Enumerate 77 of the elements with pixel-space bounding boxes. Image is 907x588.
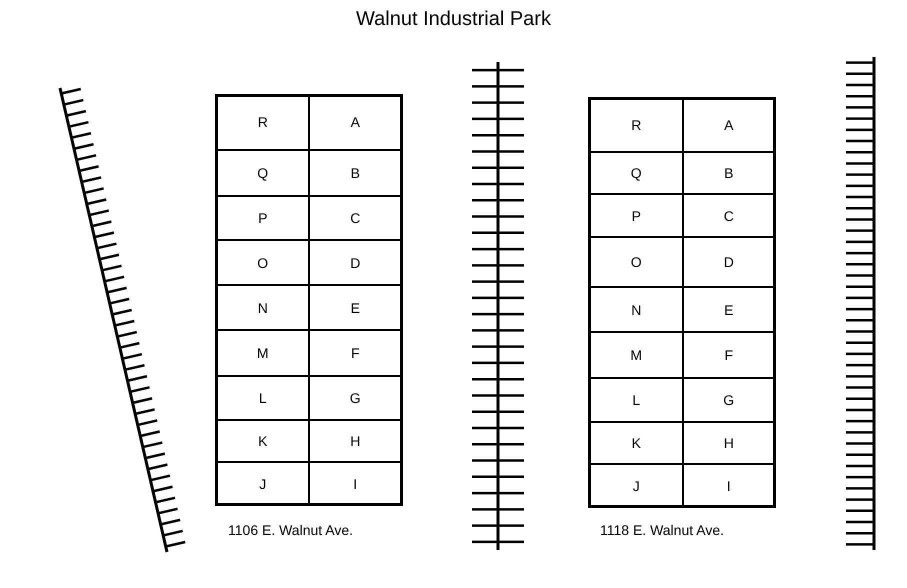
address-label: 1106 E. Walnut Ave. [228, 522, 354, 538]
unit-box [683, 287, 774, 332]
unit-box [683, 464, 774, 508]
unit-label: D [350, 254, 360, 270]
unit-box [309, 150, 402, 196]
unit-box [309, 462, 402, 506]
title: Walnut Industrial Park [356, 8, 551, 31]
unit-label: J [632, 478, 640, 494]
unit-box [309, 376, 402, 420]
unit-label: M [630, 347, 642, 363]
building-outline [588, 97, 776, 508]
unit-box [683, 97, 774, 152]
unit-box [590, 332, 683, 378]
unit-label: B [350, 165, 360, 181]
unit-box [216, 285, 309, 330]
unit-label: R [258, 114, 268, 130]
unit-box [216, 462, 309, 506]
unit-label: O [257, 254, 268, 270]
unit-box [309, 240, 402, 285]
unit-label: A [350, 114, 360, 130]
address-label: 1118 E. Walnut Ave. [600, 522, 724, 538]
unit-label: G [723, 392, 734, 408]
unit-label: N [631, 302, 642, 318]
unit-label: I [726, 478, 731, 494]
unit-label: H [350, 433, 360, 449]
unit-label: F [724, 347, 734, 363]
unit-label: L [632, 392, 640, 408]
unit-label: F [350, 345, 360, 361]
unit-box [216, 196, 309, 240]
unit-box [216, 94, 309, 150]
unit-label: Q [630, 165, 642, 181]
unit-box [590, 194, 683, 237]
unit-label: N [258, 300, 268, 316]
unit-box [309, 94, 402, 150]
unit-box [683, 237, 774, 287]
unit-box [683, 194, 774, 237]
unit-label: O [630, 254, 642, 270]
unit-box [216, 330, 309, 376]
unit-box [590, 378, 683, 422]
unit-box [683, 378, 774, 422]
unit-label: P [632, 208, 641, 224]
unit-box [590, 152, 683, 194]
unit-label: J [259, 476, 266, 492]
unit-box [590, 287, 683, 332]
unit-label: K [632, 435, 641, 451]
unit-box [683, 332, 774, 378]
building-outline [215, 94, 403, 506]
unit-label: E [350, 300, 360, 316]
unit-label: G [350, 390, 361, 406]
unit-box [309, 330, 402, 376]
unit-label: L [258, 390, 267, 406]
unit-label: E [724, 302, 734, 318]
unit-label: Q [257, 165, 268, 181]
unit-box [216, 376, 309, 420]
unit-label: C [724, 208, 734, 224]
unit-label: H [724, 435, 734, 451]
unit-box [309, 285, 402, 330]
unit-label: C [350, 210, 360, 226]
unit-label: D [724, 254, 734, 270]
unit-label: A [724, 116, 734, 132]
unit-box [309, 196, 402, 240]
unit-box [309, 420, 402, 462]
unit-label: R [631, 116, 642, 132]
unit-box [216, 150, 309, 196]
unit-box [216, 420, 309, 462]
unit-box [683, 152, 774, 194]
unit-box [683, 422, 774, 464]
unit-label: B [724, 165, 734, 181]
unit-label: I [353, 476, 358, 492]
unit-label: M [256, 345, 269, 361]
unit-box [590, 237, 683, 287]
unit-box [590, 422, 683, 464]
unit-box [216, 240, 309, 285]
unit-box [590, 97, 683, 152]
unit-label: K [258, 433, 268, 449]
unit-label: P [258, 210, 268, 226]
unit-box [590, 464, 683, 508]
